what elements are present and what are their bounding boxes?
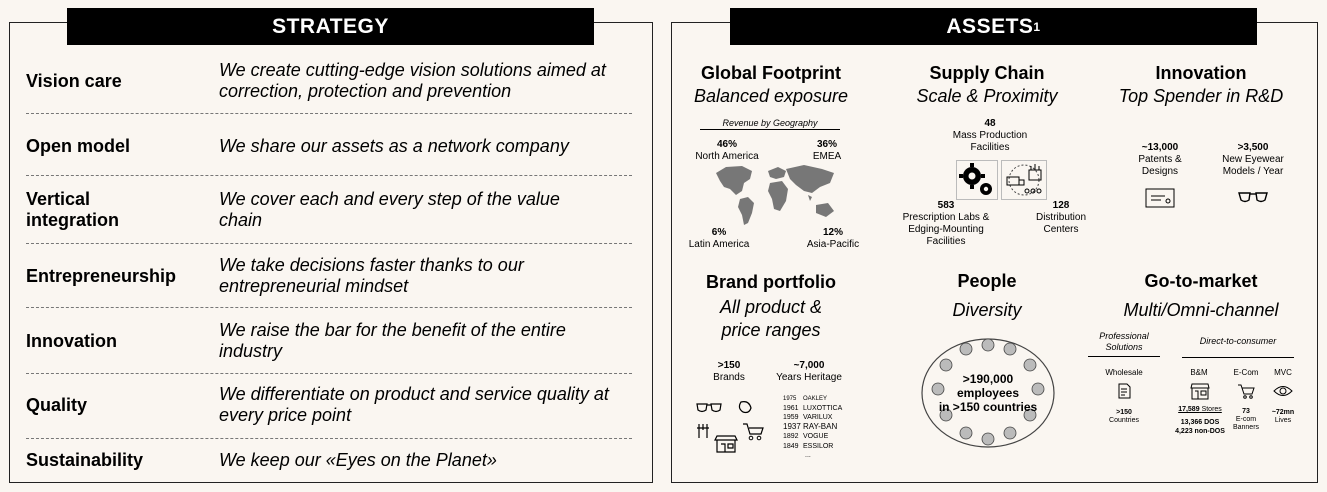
strategy-row-innovation: Innovation We raise the bar for the bene… [26, 319, 632, 363]
section-title: Go-to-market [1144, 271, 1258, 291]
wholesale-stat: >150 Countries [1109, 409, 1139, 424]
strategy-row-open-model: Open model We share our assets as a netw… [26, 124, 632, 168]
strategy-row-sustainability: Sustainability We keep our «Eyes on the … [26, 448, 632, 472]
divider [26, 243, 632, 244]
strategy-row-quality: Quality We differentiate on product and … [26, 383, 632, 427]
brands-stat: >150 Brands [713, 360, 745, 383]
divider [26, 113, 632, 114]
section-subtitle: Multi/Omni-channel [1123, 300, 1279, 320]
region-emea: 36% EMEA [812, 139, 842, 162]
bm-stores-stat: 17,589 Stores [1178, 406, 1222, 413]
document-icon [1118, 383, 1131, 399]
region-north-america: 46% North America [695, 139, 759, 162]
direct-to-consumer-label: Direct-to-consumer [1182, 336, 1294, 358]
innovation-section: Innovation Top Spender in R&D [1105, 63, 1297, 107]
section-subtitle: price ranges [721, 320, 821, 340]
ecom-label: E-Com [1233, 368, 1259, 377]
strategy-row-name: Quality [26, 394, 88, 415]
section-subtitle: All product & [719, 297, 823, 317]
strategy-row-name: Vision care [26, 70, 122, 91]
strategy-row-desc: We keep our «Eyes on the Planet» [219, 449, 497, 470]
section-title: Brand portfolio [706, 272, 836, 292]
eye-icon [1273, 386, 1293, 396]
certificate-icon [1145, 188, 1175, 208]
strategy-row-name: Entrepreneurship [26, 265, 177, 286]
go-to-market-section: Go-to-market Multi/Omni-channel [1105, 271, 1297, 321]
strategy-row-name: Innovation [26, 330, 117, 351]
supply-chain-section: Supply Chain Scale & Proximity [892, 63, 1082, 107]
eyeglasses-icon [1238, 192, 1268, 203]
strategy-row-name: Sustainability [26, 449, 144, 470]
region-asia-pacific: 12% Asia-Pacific [806, 227, 860, 250]
strategy-row-entrepreneurship: Entrepreneurship We take decisions faste… [26, 254, 632, 298]
bm-label: B&M [1190, 368, 1208, 377]
rx-labs-stat: 583 Prescription Labs & Edging-Mounting … [902, 200, 990, 247]
logistics-icon [1001, 160, 1047, 200]
strategy-panel [9, 22, 653, 483]
section-title: Supply Chain [929, 63, 1045, 83]
people-stat: >190,000 employees in >150 countries [938, 372, 1038, 414]
strategy-row-name: Open model [26, 135, 131, 156]
bm-dos-stat: 13,366 DOS 4,223 non-DOS [1175, 419, 1225, 435]
divider [26, 373, 632, 374]
divider [26, 175, 632, 176]
strategy-row-name: Vertical integration [26, 189, 119, 230]
distribution-stat: 128 Distribution Centers [1035, 200, 1087, 235]
strategy-row-vision-care: Vision care We create cutting-edge visio… [26, 60, 632, 101]
brand-icons [696, 401, 764, 453]
world-map-icon [716, 165, 834, 225]
strategy-row-desc: We raise the bar for the benefit of the … [219, 320, 566, 361]
section-subtitle: Diversity [952, 300, 1022, 320]
section-title: Global Footprint [701, 63, 841, 83]
strategy-row-desc: We differentiate on product and service … [219, 384, 609, 425]
models-stat: >3,500 New Eyewear Models / Year [1222, 142, 1284, 177]
cart-icon [1238, 384, 1255, 399]
global-footprint-section: Global Footprint Balanced exposure [676, 63, 866, 107]
brand-portfolio-section: Brand portfolio All product & price rang… [676, 271, 866, 342]
mvc-label: MVC [1274, 368, 1292, 377]
strategy-row-vertical-integration: Vertical integration We cover each and e… [26, 188, 632, 232]
mvc-stat: ~72mn Lives [1271, 409, 1295, 424]
section-title: People [957, 271, 1017, 291]
revenue-chart-label: Revenue by Geography [700, 117, 840, 130]
region-latin-america: 6% Latin America [688, 227, 750, 250]
strategy-row-desc: We take decisions faster thanks to our e… [219, 255, 524, 296]
gears-icon [956, 160, 998, 200]
heritage-more: ... [805, 452, 811, 459]
professional-solutions-label: Professional Solutions [1088, 331, 1160, 357]
ecom-stat: 73 E-com Banners [1232, 408, 1260, 431]
assets-panel [671, 22, 1318, 483]
patents-stat: ~13,000 Patents & Designs [1138, 142, 1182, 177]
section-subtitle: Scale & Proximity [916, 86, 1058, 106]
store-icon [1190, 383, 1210, 400]
people-section: People Diversity [892, 271, 1082, 321]
people-circle-icon [921, 338, 1055, 448]
strategy-row-desc: We cover each and every step of the valu… [219, 189, 560, 230]
divider [26, 307, 632, 308]
divider [26, 438, 632, 439]
strategy-title: STRATEGY [67, 8, 594, 45]
wholesale-label: Wholesale [1105, 368, 1143, 377]
years-heritage-stat: ~7,000 Years Heritage [776, 360, 842, 383]
section-subtitle: Top Spender in R&D [1118, 86, 1284, 106]
strategy-row-desc: We share our assets as a network company [219, 135, 569, 156]
section-title: Innovation [1155, 63, 1247, 83]
strategy-row-desc: We create cutting-edge vision solutions … [219, 60, 606, 101]
mass-production-stat: 48 Mass Production Facilities [952, 118, 1028, 153]
section-subtitle: Balanced exposure [693, 86, 849, 106]
